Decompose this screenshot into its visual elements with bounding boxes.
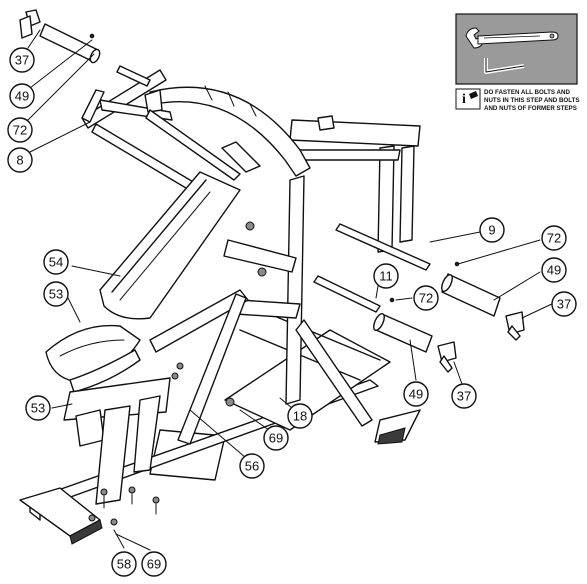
svg-text:56: 56 — [245, 459, 259, 474]
knob-37-lower — [437, 341, 457, 373]
svg-text:53: 53 — [49, 287, 63, 302]
callout-8: 8 — [7, 147, 33, 173]
callout-53-frame: 53 — [25, 395, 51, 421]
callout-49-lower: 49 — [403, 381, 429, 407]
top-beam — [289, 119, 421, 147]
callout-49-right: 49 — [541, 257, 567, 283]
sleeve-49-left — [39, 23, 99, 63]
svg-text:18: 18 — [293, 409, 307, 424]
callout-72-mid: 72 — [413, 285, 439, 311]
svg-text:58: 58 — [117, 557, 131, 572]
press-arm — [149, 86, 311, 177]
svg-text:37: 37 — [15, 53, 29, 68]
knob-37-right — [505, 311, 525, 341]
svg-text:37: 37 — [557, 297, 571, 312]
svg-text:37: 37 — [457, 389, 471, 404]
upright-front — [285, 175, 305, 405]
rod-11 — [313, 275, 381, 313]
svg-text:54: 54 — [49, 255, 63, 270]
svg-text:53: 53 — [31, 401, 45, 416]
svg-text:11: 11 — [379, 269, 393, 284]
diag-brace — [295, 319, 373, 427]
svg-text:69: 69 — [147, 557, 161, 572]
rod-9 — [335, 223, 431, 271]
callout-11: 11 — [373, 263, 399, 289]
note-line-1: DO FASTEN ALL BOLTS AND — [484, 89, 570, 96]
svg-text:8: 8 — [16, 153, 23, 168]
callout-54: 54 — [43, 249, 69, 275]
upright-rear — [377, 145, 395, 253]
wrench-icon — [465, 27, 559, 49]
callout-56: 56 — [239, 453, 265, 479]
svg-text:i: i — [462, 92, 466, 107]
callout-37-right: 37 — [551, 291, 577, 317]
svg-text:49: 49 — [409, 387, 423, 402]
callout-72-right: 72 — [541, 225, 567, 251]
leader-lines — [27, 29, 557, 551]
callout-69-bottom: 69 — [141, 551, 167, 577]
callout-37-lower: 37 — [451, 383, 477, 409]
fasten-note: i DO FASTEN ALL BOLTS AND NUTS IN THIS S… — [455, 88, 579, 112]
note-line-3: AND NUTS OF FORMER STEPS — [484, 105, 577, 112]
callout-72-left: 72 — [7, 117, 33, 143]
callout-53-seat: 53 — [43, 281, 69, 307]
svg-text:49: 49 — [547, 263, 561, 278]
svg-text:72: 72 — [13, 123, 27, 138]
svg-text:72: 72 — [547, 231, 561, 246]
svg-text:69: 69 — [269, 431, 283, 446]
callout-58: 58 — [111, 551, 137, 577]
callout-69-mid: 69 — [263, 425, 289, 451]
svg-text:49: 49 — [15, 89, 29, 104]
back-pad — [99, 171, 241, 320]
svg-text:72: 72 — [419, 291, 433, 306]
knob-37-left — [19, 9, 41, 39]
callout-9: 9 — [479, 217, 505, 243]
callout-49-left: 49 — [9, 83, 35, 109]
allen-key-icon — [484, 58, 525, 74]
callout-18: 18 — [287, 403, 313, 429]
tools-inset — [455, 13, 578, 85]
callout-37-top-left: 37 — [9, 47, 35, 73]
svg-text:9: 9 — [488, 223, 495, 238]
note-line-2: NUTS IN THIS STEP AND BOLTS — [484, 97, 579, 104]
